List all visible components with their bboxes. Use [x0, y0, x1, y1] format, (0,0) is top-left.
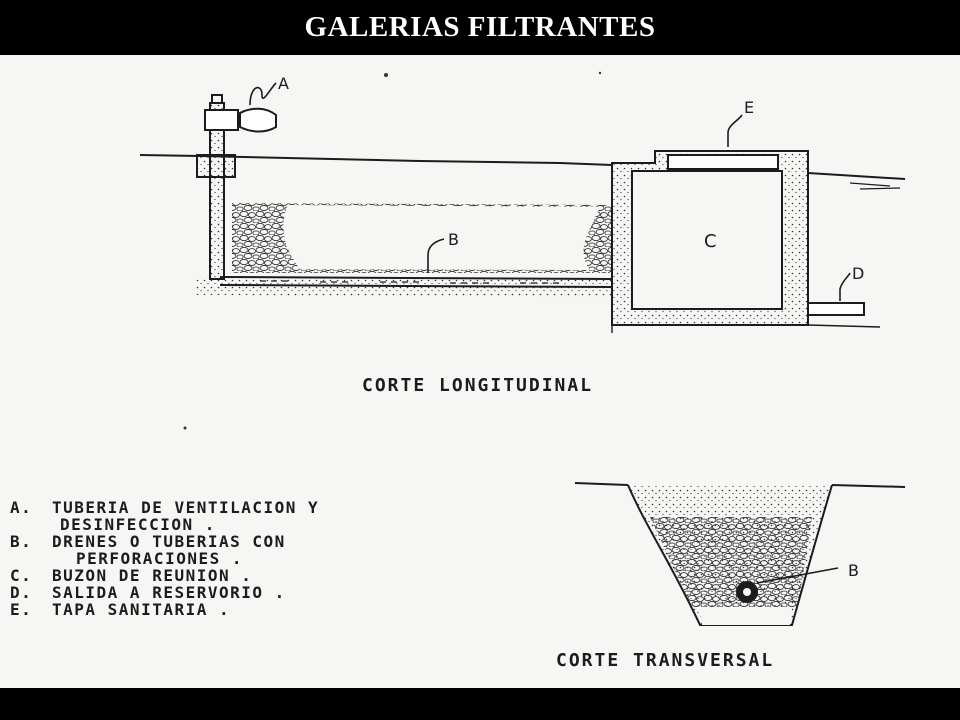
- legend-item-d-line1: SALIDA A RESERVORIO .: [52, 583, 286, 602]
- callout-e-leader: [727, 114, 743, 147]
- callout-b-leader: [427, 238, 445, 273]
- legend-item-a-line1: TUBERIA DE VENTILACION Y: [52, 498, 319, 517]
- outlet-pipe: [807, 302, 865, 316]
- legend-item-c-line1: BUZON DE REUNION .: [52, 566, 252, 585]
- callout-b-transversal-label: B: [848, 561, 859, 580]
- base-soil: [195, 277, 612, 297]
- chamber-interior: [631, 170, 783, 310]
- vent-collar: [196, 154, 236, 178]
- transversal-ground-line: [574, 482, 906, 488]
- legend-key-c: C.: [10, 566, 32, 585]
- callout-b-label: B: [448, 230, 459, 249]
- callout-b-transversal-leader: [756, 567, 839, 584]
- legend-item-e-line1: TAPA SANITARIA .: [52, 600, 230, 619]
- legend: A. TUBERIA DE VENTILACION Y DESINFECCION…: [10, 498, 319, 619]
- callout-a-label: A: [278, 74, 289, 93]
- ground-surface-line-right: [807, 172, 906, 180]
- callout-d-label: D: [852, 264, 864, 283]
- vent-cap: [204, 109, 239, 131]
- callout-e-label: E: [744, 98, 754, 117]
- longitudinal-section-title: CORTE LONGITUDINAL: [362, 375, 593, 396]
- paper-speck: [384, 73, 388, 77]
- ground-surface-line: [139, 154, 613, 166]
- legend-key-d: D.: [10, 583, 32, 602]
- drain-pipe-bottom: [219, 284, 613, 288]
- page-title: GALERIAS FILTRANTES: [304, 11, 656, 43]
- bottom-frame: [0, 688, 960, 720]
- legend-key-b: B.: [10, 532, 32, 551]
- sanitary-cover: [667, 154, 779, 170]
- transversal-section-title: CORTE TRANSVERSAL: [556, 650, 774, 671]
- legend-key-e: E.: [10, 600, 32, 619]
- transversal-section: [574, 482, 906, 626]
- trench-gravel: [650, 517, 812, 607]
- longitudinal-section: [139, 82, 906, 333]
- open-zone: [283, 205, 600, 270]
- legend-item-b-line1: DRENES O TUBERIAS CON: [52, 532, 286, 551]
- legend-item-b-line2: PERFORACIONES .: [76, 549, 243, 568]
- title-bar: GALERIAS FILTRANTES: [0, 0, 960, 55]
- callout-d-leader: [839, 272, 851, 301]
- legend-key-a: A.: [10, 498, 32, 517]
- drain-pipe-top: [219, 276, 613, 280]
- legend-item-a-line2: DESINFECCION .: [60, 515, 216, 534]
- callout-c-label: C: [704, 231, 717, 252]
- callout-a-leader: [249, 82, 277, 106]
- filter-gallery-diagram: A E B C D CORTE LONGITUDINAL B CORTE TRA…: [10, 71, 906, 671]
- diagram-sheet: A E B C D CORTE LONGITUDINAL B CORTE TRA…: [0, 55, 960, 688]
